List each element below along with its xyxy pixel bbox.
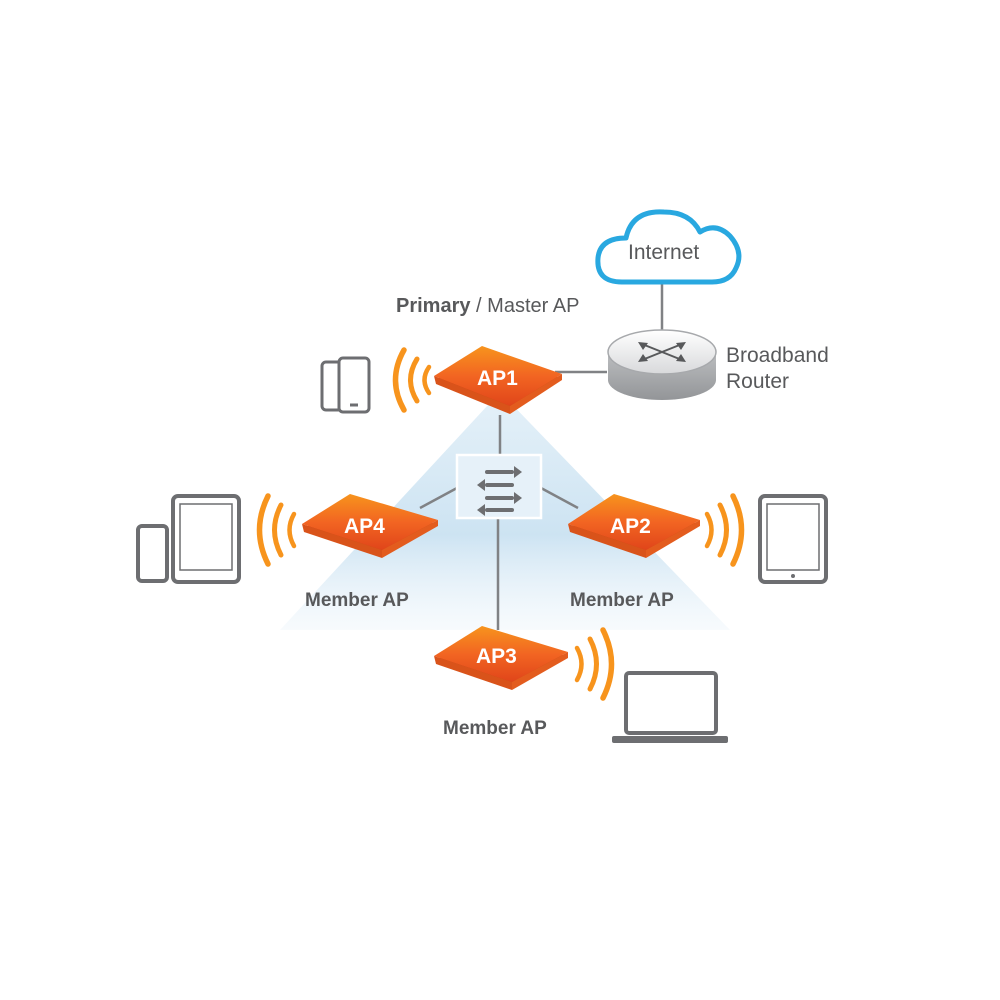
link-switch-ap4: [419, 486, 458, 510]
ap2-role-label: Member AP: [570, 590, 674, 611]
ap2-unit: [568, 494, 700, 558]
ap4-role-label: Member AP: [305, 590, 409, 611]
laptop-icon: [612, 671, 728, 743]
ap4-unit: [302, 494, 438, 558]
ap3-role-label: Member AP: [443, 718, 547, 739]
master-ap-label-bold: Primary: [396, 295, 471, 317]
link-switch-ap2: [540, 486, 579, 510]
master-ap-label: Primary / Master AP: [396, 295, 579, 318]
connection-lines: [419, 282, 664, 630]
internet-label: Internet: [628, 241, 700, 264]
tablet-icon-right: [758, 494, 828, 584]
ap3-unit: [434, 626, 568, 690]
ap1-unit: [434, 346, 562, 414]
switch-icon: [455, 453, 543, 520]
wifi-signal-icon: [256, 347, 745, 701]
master-ap-label-rest: / Master AP: [470, 295, 580, 317]
router-label-line1: Broadband: [726, 344, 829, 367]
router-label-line2: Router: [726, 370, 790, 393]
tablet-icon: [136, 494, 241, 584]
ap1-label: AP1: [477, 367, 518, 390]
ap3-label: AP3: [476, 645, 517, 668]
smartphone-icon: [320, 356, 371, 414]
router-icon: [607, 329, 717, 400]
cloud-icon: [595, 209, 742, 285]
ap4-label: AP4: [344, 515, 385, 538]
ap2-label: AP2: [610, 515, 651, 538]
